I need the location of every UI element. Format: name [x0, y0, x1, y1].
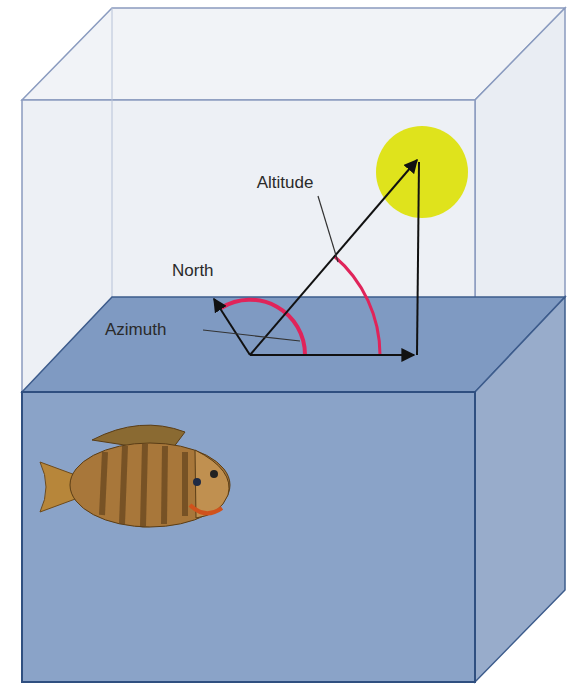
angle-label: North	[172, 262, 214, 281]
fish	[40, 425, 230, 527]
air-box-top	[22, 8, 565, 100]
azimuth-arc	[221, 300, 305, 355]
north-vector	[214, 299, 250, 355]
altitude-arc	[334, 256, 380, 355]
air-box-back-edge	[112, 8, 113, 297]
water-surface	[22, 297, 565, 392]
vertical-line	[417, 162, 419, 355]
angle-label: Azimuth	[105, 321, 166, 340]
water-front	[22, 392, 475, 682]
leader-line	[203, 330, 300, 341]
water-side	[475, 297, 565, 682]
sun-vector	[250, 160, 417, 355]
angle-label: Altitude	[257, 174, 314, 193]
horizontal-projection	[250, 354, 414, 356]
sun	[376, 126, 468, 218]
leader-line	[318, 196, 338, 262]
